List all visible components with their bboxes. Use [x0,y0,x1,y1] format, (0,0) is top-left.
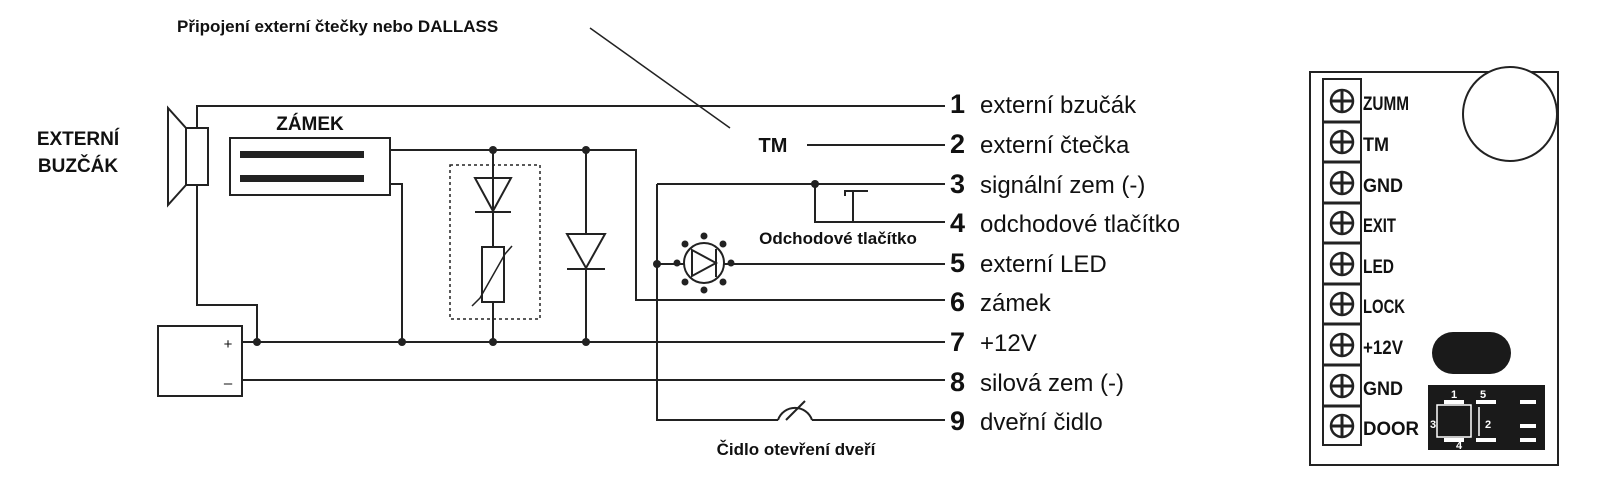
door-sensor-icon [777,400,813,421]
terminal-6: 6 zámek [950,287,1052,317]
board-pin-2: TM [1329,129,1389,156]
wire-signal-gnd [656,184,778,421]
terminal-5: 5 externí LED [950,248,1107,278]
pin-label: ZUMM [1363,94,1409,115]
exit-button-icon [814,184,945,223]
board-pin-5: LED [1329,251,1394,278]
top-note-leader [589,27,731,129]
buzzer-label-line1: EXTERNÍ [37,128,120,150]
terminal-number: 2 [950,129,965,159]
board-pin-7: +12V [1329,332,1403,359]
terminal-1: 1 externí bzučák [950,89,1137,119]
terminal-text: +12V [980,330,1037,357]
terminal-number: 3 [950,169,965,199]
pin-label: LED [1363,257,1394,278]
board-outline [1309,71,1559,466]
terminal-number: 6 [950,287,965,317]
terminal-text: externí bzučák [980,92,1137,119]
diode-icon [473,177,513,214]
terminal-number: 9 [950,406,965,436]
terminal-text: silová zem (-) [980,370,1124,397]
terminal-text: dveřní čidlo [980,409,1103,436]
buzzer-icon [167,105,209,208]
wire-lock-plus [390,183,403,342]
jumper-block: 1 5 2 3 4 [1428,385,1545,452]
exit-button-label: Odchodové tlačítko [759,229,917,248]
pin-label: LOCK [1363,297,1405,318]
top-note: Připojení externí čtečky nebo DALLASS [177,17,498,36]
terminal-number: 4 [950,208,965,238]
buzzer-label-line2: BUZČÁK [38,155,118,177]
controller-board: 1 5 2 3 4 ZUMM TM GND [1309,66,1559,466]
terminal-text: odchodové tlačítko [980,211,1180,238]
pin-label: +12V [1363,338,1403,359]
board-round-cutout [1462,66,1558,162]
board-pin-1: ZUMM [1329,88,1409,115]
terminal-2: 2 externí čtečka [950,129,1130,159]
pin-label: TM [1363,135,1389,156]
terminal-text: externí čtečka [980,132,1130,159]
terminal-text: signální zem (-) [980,172,1145,199]
wire-6 [390,149,945,301]
terminal-9: 9 dveřní čidlo [950,406,1103,436]
jumper-num-1: 1 [1451,389,1457,401]
pin-label: GND [1363,176,1403,197]
power-supply [157,325,243,397]
protection-module [449,164,541,320]
jumper-num-5: 5 [1480,389,1486,401]
pin-label: EXIT [1363,216,1396,237]
pin-label: GND [1363,379,1403,400]
jumper-num-3: 3 [1430,419,1436,431]
tm-label: TM [759,135,788,157]
board-oval-component [1432,332,1511,374]
board-pin-9: DOOR [1329,413,1419,440]
terminal-text: zámek [980,290,1052,317]
terminal-3: 3 signální zem (-) [950,169,1145,199]
jumper-num-4: 4 [1456,440,1463,452]
terminal-4: 4 odchodové tlačítko [950,208,1180,238]
varistor-icon [471,245,513,307]
terminal-number: 5 [950,248,965,278]
terminal-number: 1 [950,89,965,119]
terminal-number: 7 [950,327,965,357]
diode-icon-2 [565,233,607,271]
psu-plus-sign: + [224,336,233,353]
lock-icon [229,137,391,196]
terminal-7: 7 +12V [950,327,1037,357]
wire-1 [196,105,945,128]
wire-buzzer-plus [196,185,258,342]
pin-label: DOOR [1363,419,1419,440]
terminal-text: externí LED [980,251,1107,278]
psu-minus-sign: – [224,375,233,392]
jumper-num-2: 2 [1485,419,1491,431]
terminal-8: 8 silová zem (-) [950,367,1124,397]
terminal-number: 8 [950,367,965,397]
terminal-block [1322,78,1362,446]
board-pin-3: GND [1329,170,1403,197]
junction-dots [253,146,819,346]
board-pin-6: LOCK [1329,291,1405,318]
door-sensor-label: Čidlo otevření dveří [717,440,877,459]
board-pin-4: EXIT [1329,210,1396,237]
lock-label: ZÁMEK [276,113,344,135]
board-pin-8: GND [1329,373,1403,400]
